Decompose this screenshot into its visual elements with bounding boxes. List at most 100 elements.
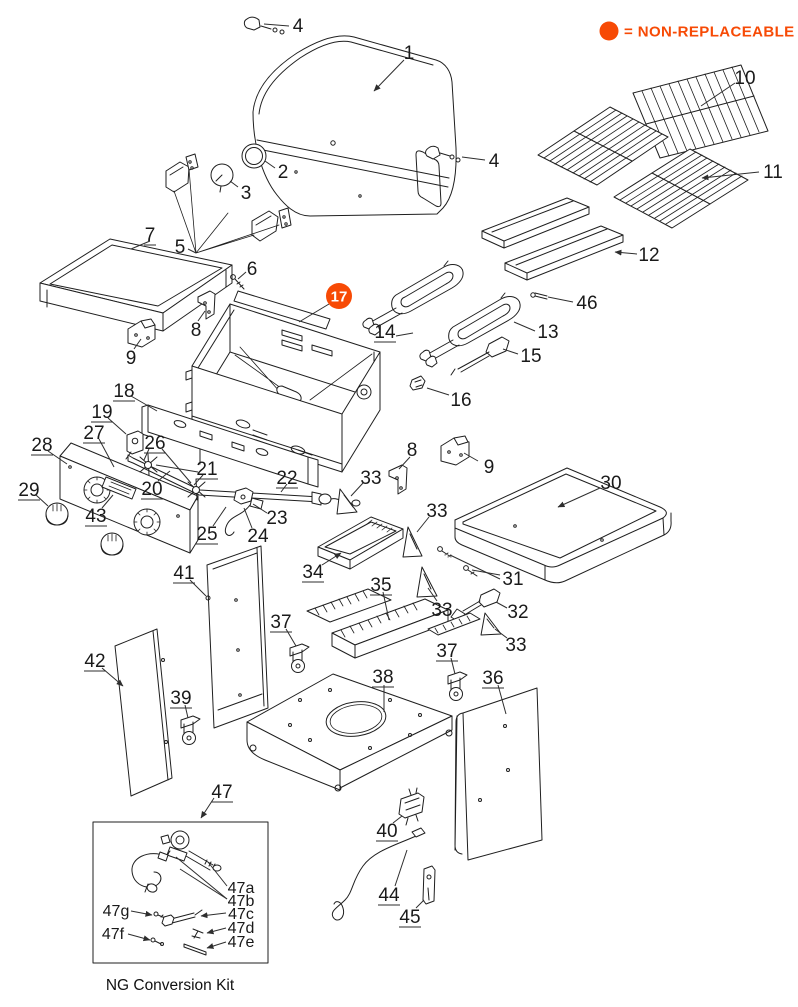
part-label-45: 45: [399, 907, 420, 928]
leader-line-8: [197, 310, 206, 322]
part-heat-tents: [481, 197, 624, 281]
legend: = NON-REPLACEABLE: [599, 21, 794, 41]
part-label-3: 3: [241, 183, 252, 204]
leader-line-20: [157, 470, 171, 482]
part-shelf-bracket-left: [127, 318, 156, 348]
leader-line-33: [350, 482, 364, 497]
part-hood-brackets: [165, 153, 292, 254]
part-label-7: 7: [145, 225, 156, 246]
leader-line-21: [155, 464, 199, 473]
leader-line-10: [700, 82, 736, 107]
leader-line-4: [263, 23, 290, 27]
leader-line-23: [252, 503, 268, 514]
leader-line-33: [416, 516, 430, 533]
part-front-support-panel: [141, 404, 319, 488]
part-label-47c: 47c: [228, 906, 254, 923]
leader-line-9: [463, 452, 479, 462]
part-label-37: 37: [270, 612, 291, 633]
part-hinge-bracket-mid: [388, 464, 408, 495]
part-ng-hose: [131, 850, 171, 893]
part-label-47g: 47g: [103, 903, 130, 920]
leader-line-47: [200, 797, 215, 819]
leader-line-29: [35, 494, 49, 507]
part-label-33: 33: [431, 600, 452, 621]
leader-line-13: [513, 321, 536, 332]
part-label-2: 2: [278, 162, 289, 183]
leader-line-27: [98, 438, 115, 468]
leader-line-44: [394, 849, 408, 887]
leader-line-46: [547, 296, 574, 303]
part-shelf-bracket-mid: [440, 435, 470, 466]
leader-line-31: [449, 554, 501, 580]
part-label-47f: 47f: [102, 926, 125, 943]
leader-line-36: [497, 684, 507, 715]
part-corner-bracket-33-2: [402, 526, 423, 558]
labels-layer: 1442356789101112461314151617181926272829…: [18, 16, 783, 951]
part-label-16: 16: [450, 390, 471, 411]
part-label-44: 44: [378, 885, 400, 906]
leader-line-1: [373, 59, 405, 92]
leader-line-35: [382, 591, 390, 621]
leader-line-7: [130, 240, 151, 250]
part-caster-left: [289, 643, 310, 673]
part-label-18: 18: [113, 381, 134, 402]
part-caster-rear: [180, 715, 201, 745]
part-control-panel: [59, 442, 199, 554]
leader-line-26: [161, 448, 192, 484]
part-door-panel-left: [114, 628, 173, 797]
part-label-5: 5: [175, 237, 186, 258]
part-label-19: 19: [91, 402, 112, 423]
part-igniter-module: [398, 787, 425, 826]
part-ng-fitting-c: [161, 909, 203, 927]
leader-line-3: [229, 180, 239, 188]
non-replaceable-dot: [599, 21, 619, 41]
part-label-39: 39: [170, 688, 191, 709]
part-label-21: 21: [196, 459, 217, 480]
part-label-30: 30: [600, 473, 621, 494]
leader-line-47c: [200, 912, 227, 919]
ng-kit-caption: NG Conversion Kit: [106, 977, 235, 994]
part-label-43: 43: [85, 506, 106, 527]
leader-line-11: [701, 171, 760, 181]
part-label-8: 8: [407, 440, 418, 461]
part-hinge-hardware-right: [425, 145, 461, 163]
part-label-36: 36: [482, 668, 503, 689]
part-rear-panel: [205, 545, 269, 729]
part-label-24: 24: [247, 526, 269, 547]
part-label-38: 38: [372, 667, 393, 688]
part-label-20: 20: [141, 479, 162, 500]
leader-line-17: [298, 303, 330, 323]
leader-line-47b: [179, 868, 228, 900]
part-caster-right: [447, 671, 468, 701]
part-ng-regulator: [160, 830, 222, 872]
leader-line-30: [557, 487, 601, 508]
part-side-shelf-right: [454, 467, 672, 584]
part-label-4: 4: [489, 151, 500, 172]
leader-line-40: [392, 815, 403, 824]
part-label-34: 34: [302, 562, 324, 583]
leader-line-16: [426, 387, 450, 396]
part-label-40: 40: [376, 821, 397, 842]
leader-line-19: [107, 417, 127, 435]
part-burner-right: [419, 292, 521, 368]
part-manifold-valves: [127, 453, 361, 536]
part-spark-generator: [125, 430, 144, 460]
leader-line-14: [395, 332, 414, 337]
part-label-29: 29: [18, 480, 39, 501]
part-label-47d: 47d: [228, 920, 255, 937]
part-corner-bracket-33-3: [416, 566, 438, 598]
leader-line-25: [212, 506, 227, 527]
part-label-46: 46: [576, 293, 597, 314]
leader-line-45: [415, 899, 425, 909]
part-cooking-grates: [537, 106, 749, 229]
part-label-14: 14: [374, 322, 396, 343]
part-label-32: 32: [507, 602, 528, 623]
part-label-41: 41: [173, 563, 194, 584]
part-label-13: 13: [537, 322, 558, 343]
leader-line-39: [184, 704, 189, 719]
part-label-47b: 47b: [228, 893, 255, 910]
part-label-8: 8: [191, 320, 202, 341]
leader-line-47f: [127, 933, 151, 942]
part-electrode: [450, 336, 510, 376]
